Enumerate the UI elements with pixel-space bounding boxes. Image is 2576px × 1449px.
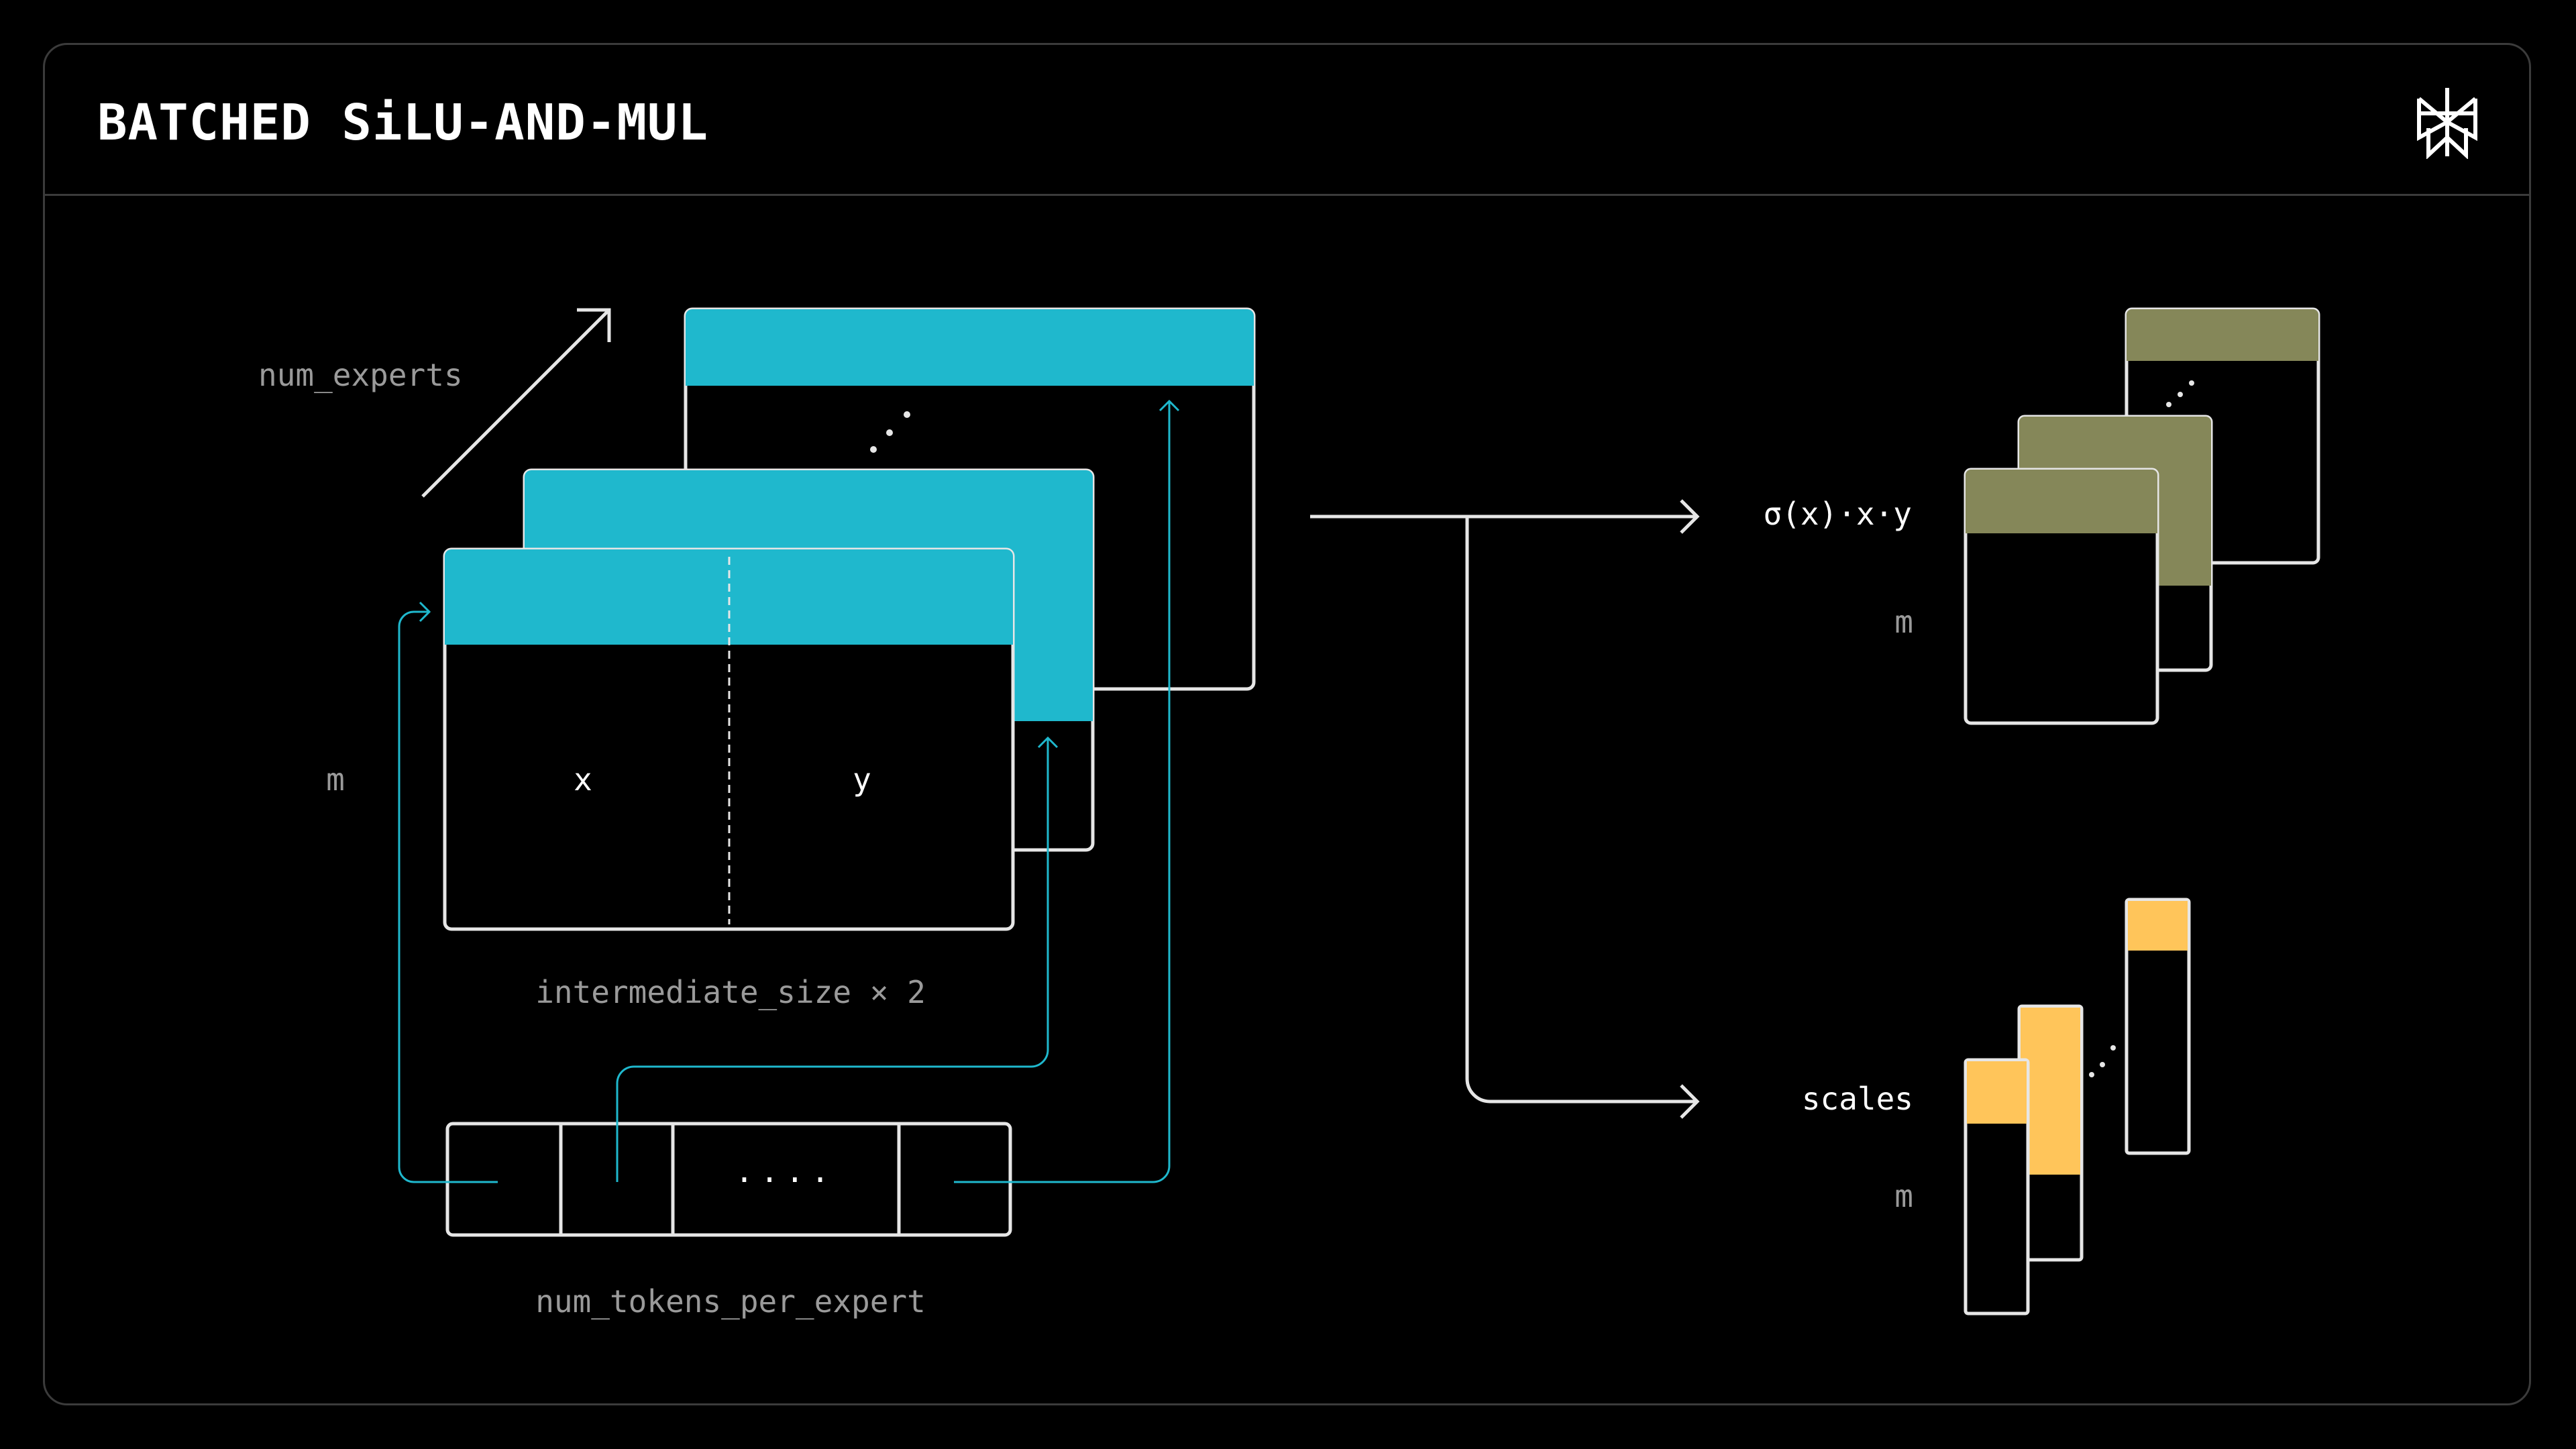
scales-label: scales [1802,1081,1913,1117]
num-experts-label: num_experts [258,357,463,393]
output-flow-lines [1310,499,1700,1119]
m-label-input: m [326,761,345,798]
scales-vector-middle [2017,1004,2084,1262]
header-divider [43,194,2531,196]
token-connectors [398,399,1180,1183]
connector-expert-2-head [1037,736,1059,749]
input-matrix-front [443,547,1015,931]
num-tokens-per-expert-label: num_tokens_per_expert [535,1283,926,1320]
connector-expert-2 [616,738,1049,1182]
input-stack-ellipsis-icon [870,411,910,453]
scales-stack-ellipsis-icon [2089,1045,2116,1077]
output-matrix-front [1964,468,2159,725]
m-label-scales: m [1894,1178,1913,1214]
connector-expert-1-head [419,601,431,623]
perplexity-logo-icon [2417,88,2477,159]
formula-label: σ(x)·x·y [1763,496,1912,532]
scales-vector-front [1964,1058,2030,1316]
tokens-array-dots: .... [735,1153,837,1189]
tokens-array [445,1122,1012,1237]
arrow-right-icon [1680,1084,1700,1119]
y-label: y [853,761,871,798]
num-experts-arrow [421,308,611,498]
output-stack-ellipsis-icon [2166,380,2194,407]
connector-expert-3-head [1159,399,1180,412]
x-label: x [574,761,592,798]
connector-expert-1 [398,610,498,1183]
intermediate-size-label: intermediate_size × 2 [535,974,926,1010]
connector-expert-3 [954,401,1171,1183]
page-title: BATCHED SiLU-AND-MUL [97,94,709,152]
diagram-frame [43,43,2531,1405]
scales-vector-back [2125,898,2191,1155]
m-label-output: m [1894,604,1913,640]
